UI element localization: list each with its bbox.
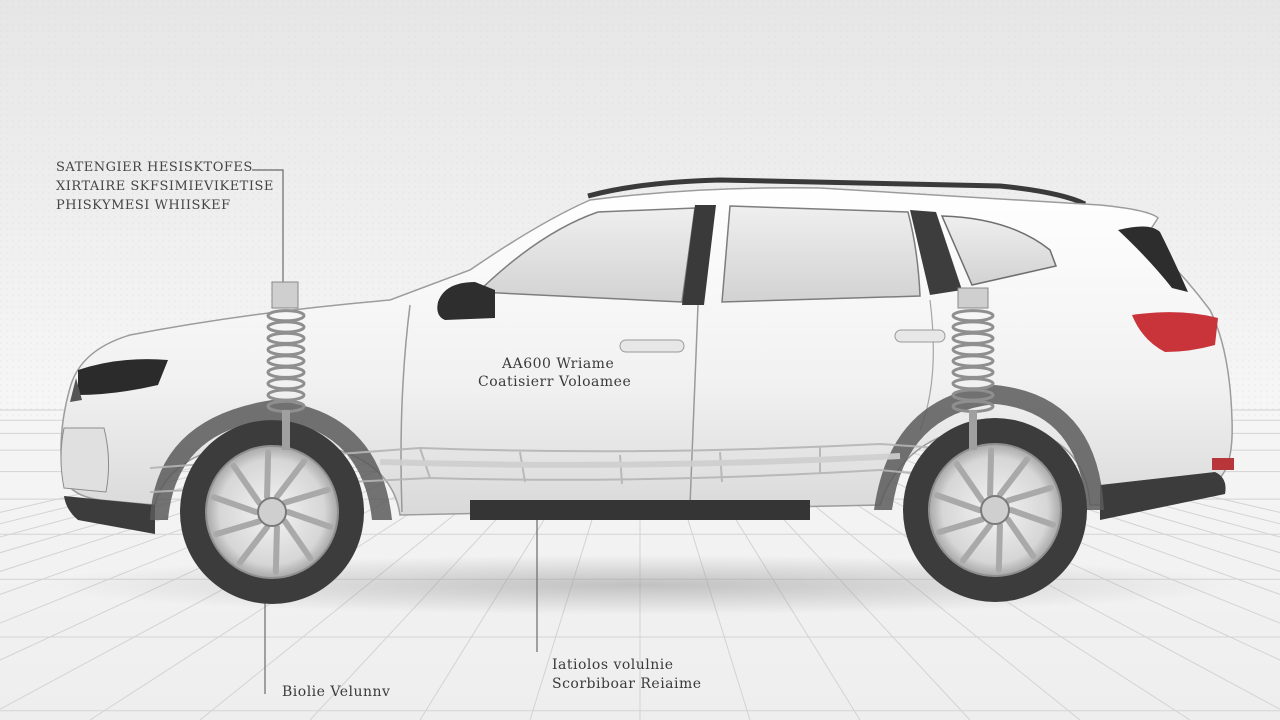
annotation-bottom-left: Biolie Velunnv — [282, 684, 391, 700]
headlight — [78, 359, 168, 395]
wheel-spoke — [953, 460, 986, 504]
roof-rail — [587, 177, 1087, 207]
tail-light — [1132, 312, 1218, 352]
wheel-spoke — [933, 492, 982, 513]
wheel-spoke — [1004, 484, 1054, 504]
chassis-frame — [149, 442, 1001, 493]
front-door-seam — [400, 304, 411, 513]
annotation-center-line-1: AA600 Wriame — [502, 356, 615, 372]
front-window — [476, 207, 696, 303]
rear-wheel-arch — [874, 385, 1104, 510]
wheel-spoke — [995, 522, 1003, 573]
wheel-spoke — [1004, 516, 1037, 560]
side-mirror — [437, 282, 495, 320]
rear-door-handle — [894, 329, 946, 343]
wheel-spoke — [281, 518, 314, 562]
front-coil-spring — [266, 281, 306, 450]
rear-coil-spring — [951, 287, 995, 450]
annotation-top-left-line-3: PHISKYMESI WHIISKEF — [56, 198, 231, 213]
floor-grid-line — [765, 409, 1280, 595]
leader-line-top-left — [252, 169, 284, 290]
wheel-spoke — [264, 449, 272, 500]
wheel-spoke — [230, 462, 263, 506]
wheel-spoke — [996, 456, 1031, 498]
side-skirt — [470, 500, 810, 520]
annotation-bottom-right-line-1: Iatiolos volulnie — [552, 657, 674, 673]
wheel-spoke — [273, 458, 308, 500]
annotation-center-door: AA600 Wriame Coatisierr Voloamee — [478, 355, 631, 391]
wheel-spoke — [936, 516, 986, 536]
annotation-center-line-2: Coatisierr Voloamee — [478, 374, 632, 390]
annotation-top-left: SATENGIER HESISKTOFES XIRTAIRE SKFSIMIEV… — [56, 158, 274, 215]
rear-wheel — [903, 418, 1087, 602]
rear-door-seam — [689, 304, 699, 506]
suv-vehicle-illustration — [60, 177, 1234, 534]
wheel-spoke — [959, 522, 994, 564]
c-pillar — [910, 210, 962, 295]
wheel-spoke — [272, 524, 280, 575]
wheel-spoke — [281, 486, 331, 506]
wheel-spoke — [213, 518, 263, 538]
rear-reflector — [1212, 458, 1234, 470]
front-intake — [60, 427, 110, 493]
front-wheel-arch — [150, 400, 392, 520]
rear-bumper — [1100, 472, 1226, 520]
front-wheel — [180, 420, 364, 604]
annotation-top-left-line-2: XIRTAIRE SKFSIMIEVIKETISE — [56, 179, 274, 194]
wheel-spoke — [987, 447, 995, 498]
annotation-bottom-right: Iatiolos volulnie Scorbiboar Reiaime — [552, 656, 702, 694]
wheel-spoke — [285, 509, 334, 530]
rear-spoiler — [1118, 226, 1188, 292]
quarter-window — [940, 215, 1058, 286]
annotation-bottom-right-line-2: Scorbiboar Reiaime — [552, 676, 702, 692]
front-grille-edge — [70, 378, 82, 402]
rear-door-window — [721, 205, 921, 303]
wheel-spoke — [210, 494, 259, 515]
annotation-top-left-line-1: SATENGIER HESISKTOFES — [56, 160, 253, 175]
front-bumper-lower — [64, 496, 155, 534]
b-pillar — [682, 205, 716, 305]
wheel-spoke — [1008, 507, 1057, 528]
front-door-handle — [619, 339, 685, 353]
wheel-spoke — [236, 524, 271, 566]
